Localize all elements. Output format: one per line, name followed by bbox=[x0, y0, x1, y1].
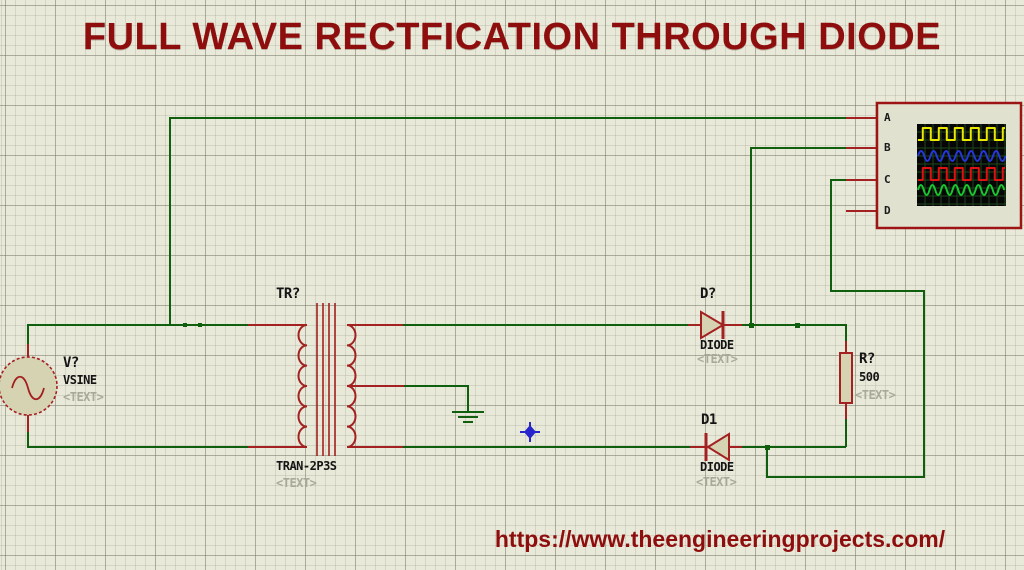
wire-source-to-scope-a[interactable] bbox=[169, 117, 846, 325]
wire-source-bottom[interactable] bbox=[27, 432, 248, 448]
ground-symbol[interactable] bbox=[452, 411, 484, 423]
transformer-ref-label[interactable]: TR? bbox=[276, 286, 300, 302]
diode-bottom-text-placeholder: <TEXT> bbox=[696, 475, 737, 489]
diode-top-text-placeholder: <TEXT> bbox=[697, 352, 738, 366]
page-title: FULL WAVE RECTFICATION THROUGH DIODE bbox=[82, 16, 942, 58]
diode-top-value-label[interactable]: DIODE bbox=[700, 338, 734, 352]
junction-dot bbox=[749, 323, 754, 328]
watermark-url: https://www.theengineeringprojects.com/ bbox=[494, 526, 946, 552]
origin-marker bbox=[520, 422, 540, 442]
diode-bottom-ref-label[interactable]: D1 bbox=[701, 412, 717, 428]
transformer-value-label[interactable]: TRAN-2P3S bbox=[276, 459, 337, 473]
wire-diode-to-resistor[interactable] bbox=[742, 324, 847, 341]
transformer-text-placeholder: <TEXT> bbox=[276, 476, 317, 490]
resistor-symbol[interactable] bbox=[839, 352, 853, 404]
scope-trace-d bbox=[917, 184, 1006, 196]
wire-center-tap-to-ground[interactable] bbox=[404, 385, 469, 411]
vsine-source-symbol[interactable] bbox=[0, 356, 58, 416]
junction-dots bbox=[183, 323, 800, 450]
resistor-text-placeholder: <TEXT> bbox=[855, 388, 896, 402]
scope-pin-label-a: A bbox=[884, 111, 891, 124]
primary-coil[interactable] bbox=[297, 324, 308, 448]
sine-glyph bbox=[11, 375, 45, 401]
scope-trace-a bbox=[918, 127, 1005, 141]
scope-trace-c bbox=[918, 167, 1005, 181]
source-text-placeholder: <TEXT> bbox=[63, 390, 104, 404]
diode-top-ref-label[interactable]: D? bbox=[700, 286, 716, 302]
wire-source-top[interactable] bbox=[27, 324, 248, 344]
diode-top-symbol[interactable] bbox=[700, 310, 725, 340]
resistor-ref-label[interactable]: R? bbox=[859, 351, 875, 367]
junction-dot bbox=[198, 323, 202, 327]
scope-pin-label-d: D bbox=[884, 204, 891, 217]
source-ref-label[interactable]: V? bbox=[63, 355, 79, 371]
scope-trace-b bbox=[917, 150, 1006, 162]
scope-pin-label-b: B bbox=[884, 141, 891, 154]
junction-dot bbox=[765, 445, 770, 450]
oscilloscope-screen bbox=[917, 124, 1006, 206]
junction-dot bbox=[183, 323, 187, 327]
wires-green[interactable] bbox=[27, 117, 925, 478]
scope-pin-label-c: C bbox=[884, 173, 891, 186]
secondary-coil[interactable] bbox=[346, 324, 357, 448]
scope-waveforms bbox=[917, 127, 1006, 196]
source-value-label[interactable]: VSINE bbox=[63, 373, 97, 387]
wire-branch-to-scope-b[interactable] bbox=[750, 147, 846, 325]
junction-dot bbox=[795, 323, 800, 328]
resistor-value-label[interactable]: 500 bbox=[859, 370, 880, 384]
diode-bottom-value-label[interactable]: DIODE bbox=[700, 460, 734, 474]
transformer-symbol[interactable] bbox=[297, 303, 357, 456]
wires-red[interactable] bbox=[27, 117, 878, 448]
transformer-core bbox=[316, 303, 336, 456]
diode-bottom-symbol[interactable] bbox=[704, 432, 730, 462]
oscilloscope-symbol[interactable] bbox=[875, 101, 1023, 230]
wire-loop-to-scope-c[interactable] bbox=[766, 179, 925, 478]
